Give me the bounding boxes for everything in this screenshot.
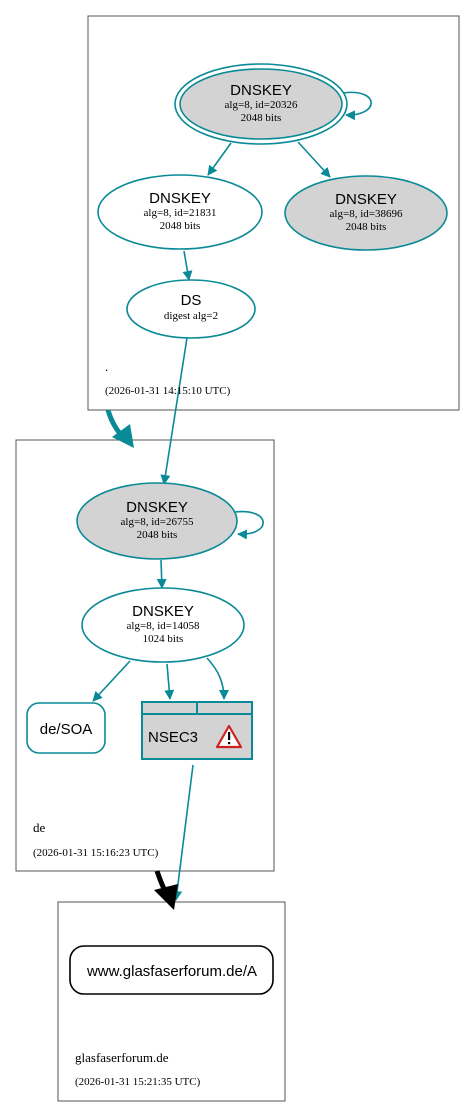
edge-nsec3-to-target: [172, 764, 194, 901]
node-de-soa[interactable]: de/SOA: [26, 702, 106, 754]
node-de-zsk-bits: 1024 bits: [143, 633, 184, 645]
node-de-zsk-title: DNSKEY: [132, 603, 194, 620]
node-root-zsk-bits: 2048 bits: [160, 220, 201, 232]
node-de-ksk-alg: alg=8, id=26755: [121, 516, 194, 528]
edge-root-ksk-to-key3: [297, 141, 331, 178]
zone-de-timestamp: (2026-01-31 15:16:23 UTC): [33, 847, 159, 859]
zone-root-name: .: [105, 359, 108, 374]
node-de-soa-title: de/SOA: [40, 721, 93, 738]
node-target-title: www.glasfaserforum.de/A: [86, 963, 257, 980]
node-root-zsk[interactable]: DNSKEY alg=8, id=21831 2048 bits: [97, 174, 263, 250]
edge-de-zsk-to-nsec3-b: [206, 657, 229, 700]
node-de-zsk[interactable]: DNSKEY alg=8, id=14058 1024 bits: [81, 587, 245, 663]
node-de-ksk[interactable]: DNSKEY alg=8, id=26755 2048 bits: [76, 482, 238, 560]
node-root-ksk[interactable]: DNSKEY alg=8, id=20326 2048 bits: [174, 63, 348, 145]
node-de-zsk-alg: alg=8, id=14058: [127, 620, 200, 632]
edge-ds-to-de-ksk: [160, 337, 188, 485]
node-target-rrset[interactable]: www.glasfaserforum.de/A: [69, 945, 274, 995]
node-root-ksk-bits: 2048 bits: [241, 112, 282, 124]
edge-de-zsk-to-nsec3-a: [164, 663, 175, 700]
node-root-zsk-title: DNSKEY: [149, 190, 211, 207]
node-root-ds-title: DS: [181, 292, 202, 309]
edge-delegation-de-glasfaserforum-head: [154, 884, 178, 910]
edge-de-ksk-selfloop: [234, 510, 264, 540]
node-root-ksk-title: DNSKEY: [230, 82, 292, 99]
edge-de-ksk-to-zsk: [156, 559, 167, 589]
node-de-nsec3[interactable]: NSEC3: [141, 701, 253, 760]
zone-glasfaserforum-box: [57, 901, 286, 1102]
edge-delegation-root-de-head: [112, 424, 134, 448]
zone-de-name: de: [33, 820, 46, 835]
node-root-key3-title: DNSKEY: [335, 191, 397, 208]
zone-glasfaserforum-timestamp: (2026-01-31 15:21:35 UTC): [75, 1076, 201, 1088]
node-root-zsk-alg: alg=8, id=21831: [144, 207, 217, 219]
edge-root-ksk-to-zsk: [207, 142, 232, 176]
node-root-key3[interactable]: DNSKEY alg=8, id=38696 2048 bits: [284, 175, 448, 251]
edge-root-ksk-selfloop: [342, 91, 372, 121]
zone-root-timestamp: (2026-01-31 14:15:10 UTC): [105, 385, 231, 397]
warning-triangle-icon: [215, 724, 243, 749]
node-root-ksk-alg: alg=8, id=20326: [225, 99, 298, 111]
node-root-ds[interactable]: DS digest alg=2: [126, 279, 256, 339]
edge-de-zsk-to-soa: [92, 660, 131, 702]
node-root-ds-digest: digest alg=2: [164, 310, 218, 322]
node-root-key3-bits: 2048 bits: [346, 221, 387, 233]
node-de-ksk-bits: 2048 bits: [137, 529, 178, 541]
node-de-ksk-title: DNSKEY: [126, 499, 188, 516]
node-root-key3-alg: alg=8, id=38696: [330, 208, 403, 220]
node-de-nsec3-title: NSEC3: [148, 729, 198, 746]
edge-root-zsk-to-ds: [182, 250, 193, 281]
zone-glasfaserforum-name: glasfaserforum.de: [75, 1050, 169, 1065]
